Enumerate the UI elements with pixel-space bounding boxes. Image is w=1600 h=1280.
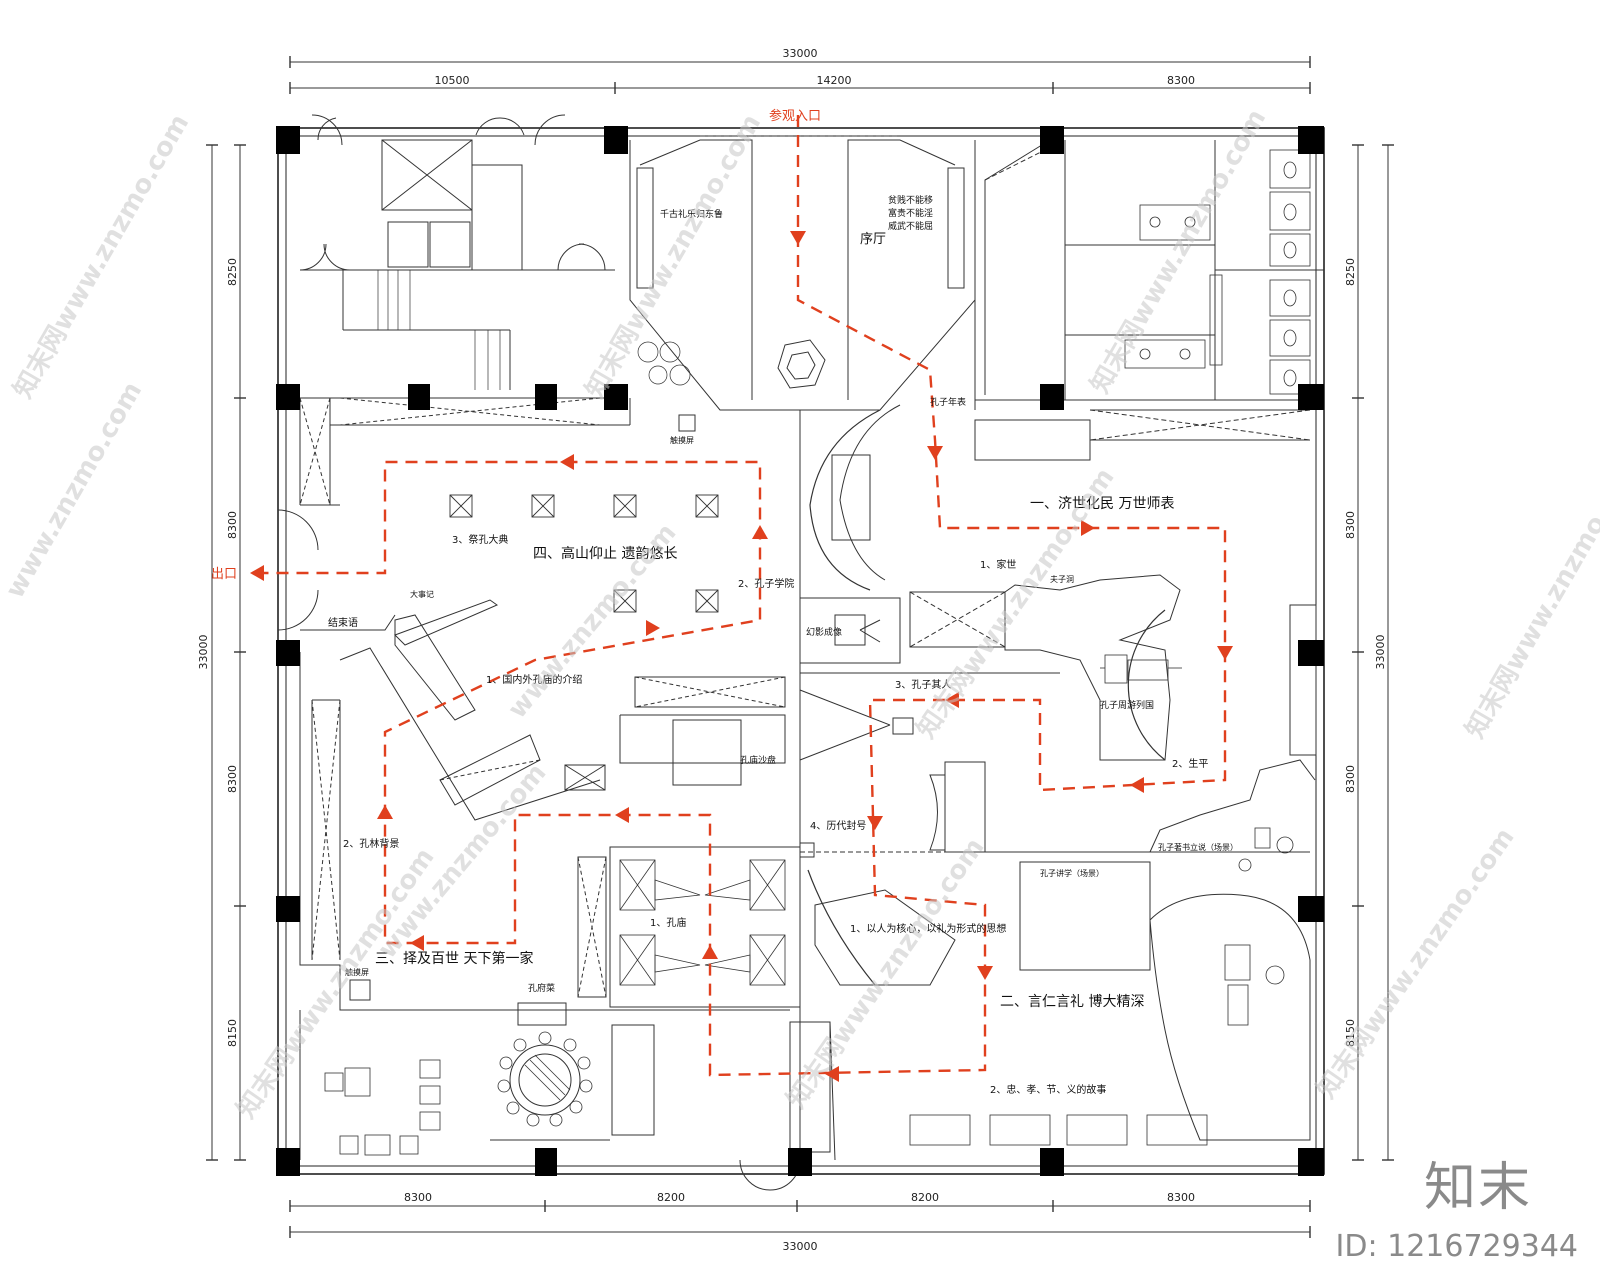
route-arrow-up-1 xyxy=(702,945,718,959)
dim-right-1: 8250 xyxy=(1344,258,1357,286)
route-arrow-left-3 xyxy=(825,1066,839,1082)
watermark-1: 知末网www.znzmo.com xyxy=(8,109,195,403)
image-id: ID: 1216729344 xyxy=(1335,1229,1578,1264)
label-poem-right-2: 富贵不能淫 xyxy=(888,207,933,219)
label-timeline: 孔子年表 xyxy=(930,396,966,408)
dim-top-1: 10500 xyxy=(435,74,470,87)
label-kongfu-dish: 孔府菜 xyxy=(528,982,555,994)
route-arrow-down-1 xyxy=(790,231,806,245)
room-labels: 序厅 千古礼乐归东鲁 贫贱不能移 富贵不能淫 威武不能屈 触摸屏 孔子年表 1、… xyxy=(328,194,1238,1096)
section-1-heading: 一、济世化民 万世师表 xyxy=(1030,496,1174,512)
section-3-heading: 三、择及百世 天下第一家 xyxy=(375,950,533,967)
dim-top-total: 33000 xyxy=(783,47,818,60)
dim-left-4: 8150 xyxy=(226,1019,239,1047)
label-life: 2、生平 xyxy=(1172,757,1208,770)
label-academy: 2、孔子学院 xyxy=(738,577,794,590)
section-4-heading: 四、高山仰止 遗韵悠长 xyxy=(533,545,677,562)
dim-right-total: 33000 xyxy=(1374,635,1387,670)
dim-bottom-4: 8300 xyxy=(1167,1191,1195,1204)
label-touch-screen-bottom: 触摸屏 xyxy=(345,967,369,977)
dimension-lines xyxy=(206,56,1394,1238)
watermark-10: 知末网www.znzmo.com xyxy=(1311,823,1520,1104)
label-touch-screen-top: 触摸屏 xyxy=(670,435,694,445)
watermark-6: 知末网www.znzmo.com xyxy=(911,463,1120,744)
watermark-8: www.znzmo.com xyxy=(372,758,552,964)
route-arrow-left-5 xyxy=(410,935,424,951)
section-2-heading: 二、言仁言礼 博大精深 xyxy=(1000,993,1144,1010)
dim-right-2: 8300 xyxy=(1344,511,1357,539)
dim-top-3: 8300 xyxy=(1167,74,1195,87)
label-fuzi-cave: 夫子洞 xyxy=(1050,574,1074,584)
dimension-labels: 33000 10500 14200 8300 8300 8200 8200 83… xyxy=(197,47,1387,1253)
label-person: 3、孔子其人 xyxy=(895,679,951,691)
brand-logo: 知末 xyxy=(1423,1158,1532,1218)
route-arrows xyxy=(250,231,1233,1082)
structural-columns xyxy=(276,126,1324,1176)
label-lecture: 孔子讲学（场景） xyxy=(1040,868,1104,878)
watermark-11: 知末网www.znzmo.com xyxy=(231,843,440,1124)
route-arrow-down-5 xyxy=(977,966,993,980)
dim-left-1: 8250 xyxy=(226,258,239,286)
label-poem-right-3: 威武不能屈 xyxy=(888,220,933,232)
dim-left-2: 8300 xyxy=(226,511,239,539)
route-arrow-left-2 xyxy=(945,692,959,708)
route-arrow-up-2 xyxy=(377,805,393,819)
dim-bottom-total: 33000 xyxy=(783,1240,818,1253)
dim-bottom-3: 8200 xyxy=(911,1191,939,1204)
dim-left-3: 8300 xyxy=(226,765,239,793)
dim-right-4: 8150 xyxy=(1344,1019,1357,1047)
route-arrow-right-1 xyxy=(1081,520,1095,536)
interior-walls xyxy=(277,114,1324,1191)
label-poem-right-1: 贫贱不能移 xyxy=(888,194,933,206)
entrance-label: 参观入口 xyxy=(769,108,821,124)
label-hologram: 幻影成像 xyxy=(806,626,842,638)
label-events: 大事记 xyxy=(410,589,434,599)
label-forest: 2、孔林背景 xyxy=(343,837,399,850)
label-stories: 2、忠、孝、节、义的故事 xyxy=(990,1083,1106,1096)
route-arrow-exit xyxy=(250,565,264,581)
route-arrow-right-2 xyxy=(646,620,660,636)
label-sand-table: 孔庙沙盘 xyxy=(740,754,776,766)
dim-right-3: 8300 xyxy=(1344,765,1357,793)
label-preface-hall: 序厅 xyxy=(860,232,886,247)
label-titles: 4、历代封号 xyxy=(810,819,866,832)
route-arrow-left-4 xyxy=(615,807,629,823)
label-ceremony: 3、祭孔大典 xyxy=(452,533,508,546)
exit-label: 出口 xyxy=(211,567,237,582)
label-poem-left: 千古礼乐归东鲁 xyxy=(660,208,723,220)
route-arrow-up-3 xyxy=(752,525,768,539)
watermark-7: 知末网www.znzmo.com xyxy=(1460,449,1600,743)
route-arrow-down-2 xyxy=(927,446,943,460)
label-core: 1、以人为核心，以礼为形式的思想 xyxy=(850,922,1006,935)
dim-top-2: 14200 xyxy=(817,74,852,87)
label-travels: 孔子周游列国 xyxy=(1100,699,1154,711)
watermark-4: www.znzmo.com xyxy=(0,377,148,604)
route-arrow-down-4 xyxy=(867,816,883,830)
dim-bottom-1: 8300 xyxy=(404,1191,432,1204)
label-epilogue: 结束语 xyxy=(328,616,358,629)
dim-left-total: 33000 xyxy=(197,635,210,670)
label-temples: 1、国内外孔庙的介绍 xyxy=(486,673,582,686)
label-family: 1、家世 xyxy=(980,558,1016,571)
route-arrow-left-1 xyxy=(1130,777,1144,793)
label-temple: 1、孔庙 xyxy=(650,916,686,929)
dim-bottom-2: 8200 xyxy=(657,1191,685,1204)
route-arrow-down-3 xyxy=(1217,646,1233,660)
visitor-route xyxy=(250,115,1227,1077)
label-books: 孔子著书立说（场景） xyxy=(1158,842,1238,852)
route-arrow-left-6 xyxy=(560,454,574,470)
watermark-3: 知末网www.znzmo.com xyxy=(1085,104,1272,398)
